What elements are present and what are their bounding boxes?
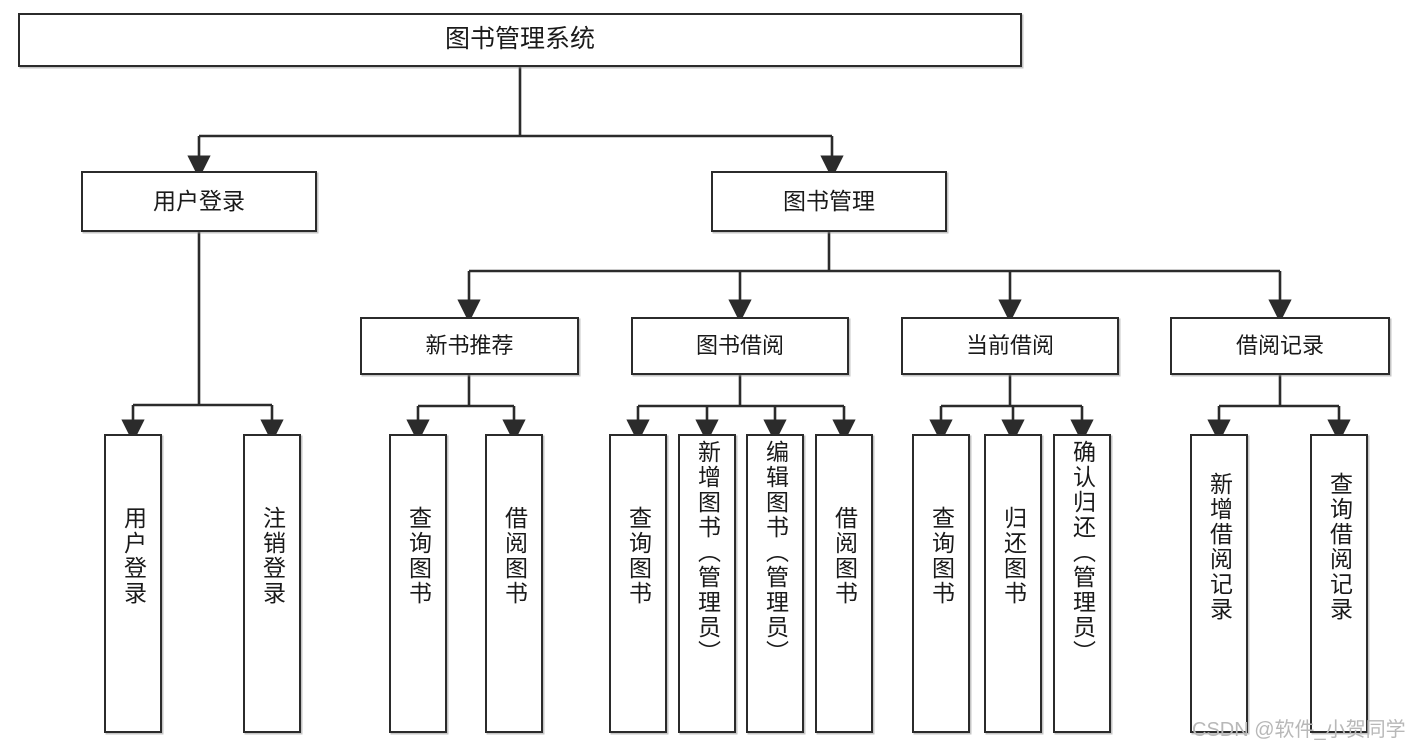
leaf-query-book-1-label: 查询图书 [405,506,432,606]
csdn-watermark: CSDN @软件_小贺同学 [1192,719,1405,741]
node-book-borrow-label: 图书借阅 [695,333,784,359]
leaf-confirm-return-admin[interactable]: 确认归还（管理员） [1053,434,1111,733]
leaf-borrow-book-1-label: 借阅图书 [501,506,528,606]
leaf-borrow-book-2[interactable]: 借阅图书 [815,434,873,733]
leaf-logout-login[interactable]: 注销登录 [243,434,301,733]
node-root[interactable]: 图书管理系统 [18,13,1022,67]
node-book-manage[interactable]: 图书管理 [711,171,947,232]
node-borrow-record[interactable]: 借阅记录 [1170,317,1390,375]
node-current-borrow[interactable]: 当前借阅 [901,317,1119,375]
leaf-query-book-2[interactable]: 查询图书 [609,434,667,733]
leaf-return-book[interactable]: 归还图书 [984,434,1042,733]
node-book-borrow[interactable]: 图书借阅 [631,317,849,375]
leaf-edit-book-admin[interactable]: 编辑图书（管理员） [746,434,804,733]
leaf-borrow-book-1[interactable]: 借阅图书 [485,434,543,733]
leaf-query-book-2-label: 查询图书 [625,506,652,606]
leaf-add-borrow-record-label: 新增借阅记录 [1206,472,1233,622]
leaf-edit-book-admin-label: 编辑图书（管理员） [762,440,789,665]
node-new-book-recommend-label: 新书推荐 [425,333,514,359]
leaf-query-borrow-record-label: 查询借阅记录 [1326,472,1353,622]
leaf-return-book-label: 归还图书 [1000,506,1027,606]
leaf-user-login[interactable]: 用户登录 [104,434,162,733]
leaf-borrow-book-2-label: 借阅图书 [831,506,858,606]
leaf-query-book-3[interactable]: 查询图书 [912,434,970,733]
leaf-add-borrow-record[interactable]: 新增借阅记录 [1190,434,1248,733]
leaf-query-book-3-label: 查询图书 [928,506,955,606]
leaf-add-book-admin-label: 新增图书（管理员） [694,440,721,665]
leaf-user-login-label: 用户登录 [120,506,147,606]
node-current-borrow-label: 当前借阅 [965,333,1054,359]
leaf-query-borrow-record[interactable]: 查询借阅记录 [1310,434,1368,733]
node-book-manage-label: 图书管理 [783,187,875,214]
node-new-book-recommend[interactable]: 新书推荐 [360,317,579,375]
leaf-add-book-admin[interactable]: 新增图书（管理员） [678,434,736,733]
node-user-login[interactable]: 用户登录 [81,171,317,232]
node-user-login-label: 用户登录 [153,187,245,214]
node-borrow-record-label: 借阅记录 [1235,333,1324,359]
node-root-label: 图书管理系统 [444,25,595,54]
leaf-confirm-return-admin-label: 确认归还（管理员） [1069,440,1096,665]
leaf-logout-login-label: 注销登录 [259,506,286,606]
leaf-query-book-1[interactable]: 查询图书 [389,434,447,733]
